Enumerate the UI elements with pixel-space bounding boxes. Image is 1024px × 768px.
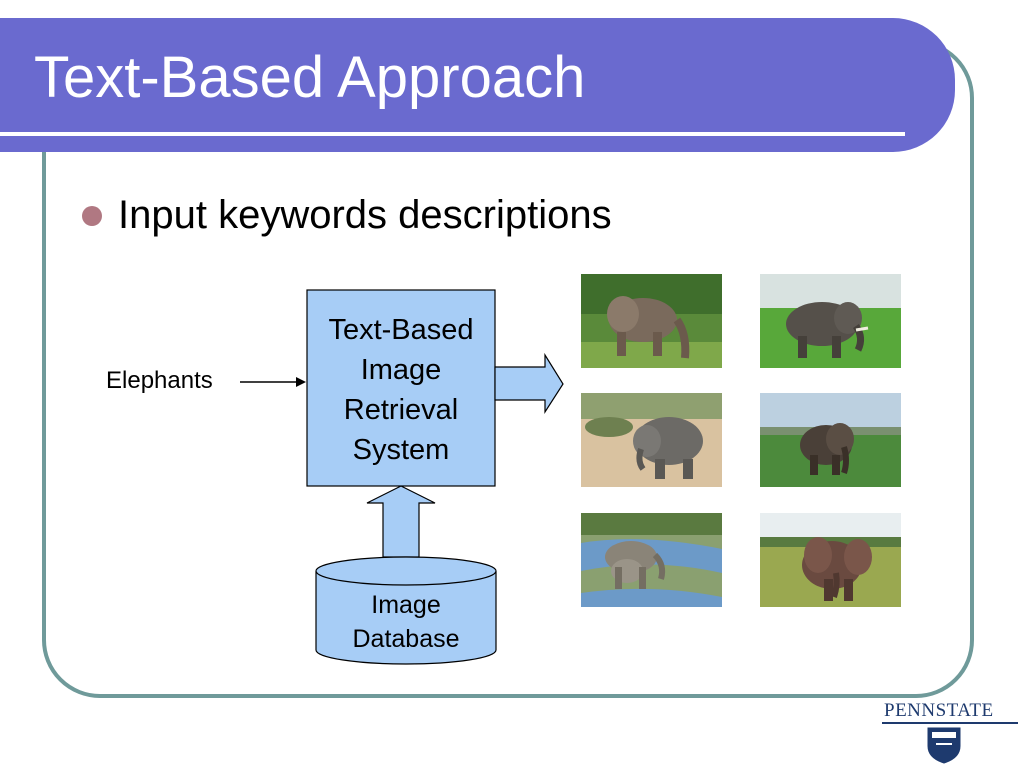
- elephant-photo-icon: [581, 274, 722, 368]
- bullet-text: Input keywords descriptions: [118, 193, 612, 237]
- system-line-1: Text-Based: [328, 314, 474, 346]
- elephant-photo-icon: [760, 274, 901, 368]
- database-line-2: Database: [352, 625, 460, 653]
- result-image-1: [581, 274, 722, 368]
- title-bar: [0, 18, 955, 152]
- bullet-dot-icon: [82, 206, 102, 226]
- result-image-6: [760, 513, 901, 607]
- elephant-photo-icon: [581, 393, 722, 487]
- database-arrow: [366, 485, 436, 558]
- input-keyword-label: Elephants: [106, 367, 213, 394]
- elephant-photo-icon: [760, 393, 901, 487]
- result-image-2: [760, 274, 901, 368]
- system-line-3: Retrieval: [343, 394, 459, 426]
- system-line-2: Image: [360, 354, 442, 386]
- result-image-4: [760, 393, 901, 487]
- system-box: [306, 289, 496, 487]
- result-image-3: [581, 393, 722, 487]
- input-arrow-head: [296, 377, 306, 387]
- system-box-label: Text-Based Image Retrieval System: [308, 310, 494, 470]
- result-image-5: [581, 513, 722, 607]
- logo-divider: [882, 722, 1018, 724]
- logo-text: PENNSTATE: [884, 700, 994, 721]
- system-line-4: System: [352, 434, 450, 466]
- database-line-1: Image: [371, 591, 441, 619]
- database-cylinder: [315, 571, 497, 665]
- database-label: Image Database: [318, 588, 494, 656]
- slide-title: Text-Based Approach: [34, 45, 586, 110]
- penn-state-logo: PENNSTATE: [882, 700, 1018, 766]
- elephant-photo-icon: [581, 513, 722, 607]
- penn-state-shield-icon: [927, 727, 961, 764]
- elephant-photo-icon: [760, 513, 901, 607]
- title-bar-background: [0, 18, 955, 152]
- database-cylinder-top: [315, 556, 497, 586]
- output-arrow: [494, 352, 564, 415]
